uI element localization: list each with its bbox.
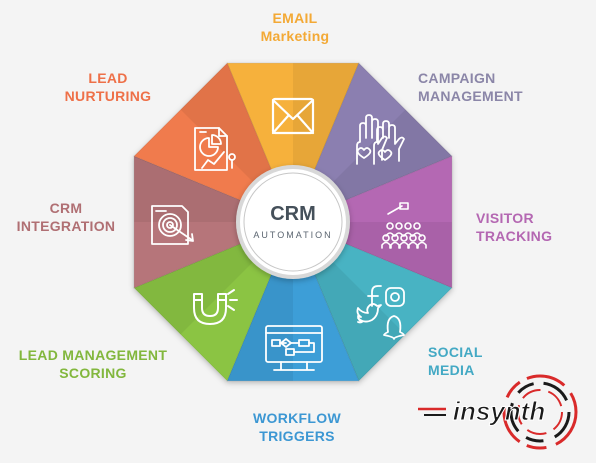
workflow-screen-icon xyxy=(265,325,323,371)
magnet-icon xyxy=(193,289,238,325)
envelope-icon xyxy=(271,97,315,135)
label-visitor: VISITOR TRACKING xyxy=(476,209,552,245)
center-subtitle: AUTOMATION xyxy=(253,230,332,240)
label-integration-line2: INTEGRATION xyxy=(16,218,116,234)
segment-workflow xyxy=(226,220,360,382)
segment-integration xyxy=(133,155,295,289)
label-visitor-line2: TRACKING xyxy=(476,228,553,244)
center-title: CRM xyxy=(270,203,316,225)
label-workflow: WORKFLOW TRIGGERS xyxy=(235,409,359,445)
report-chart-icon xyxy=(194,127,236,171)
segment-icons xyxy=(151,97,427,371)
label-leadmgmt: LEAD MANAGEMENT SCORING xyxy=(16,346,170,382)
label-leadmgmt-line2: SCORING xyxy=(59,365,127,381)
audience-icon xyxy=(381,202,427,249)
label-social: SOCIAL MEDIA xyxy=(428,343,483,379)
label-social-line2: MEDIA xyxy=(428,362,475,378)
label-campaign: CAMPAIGN MANAGEMENT xyxy=(418,69,523,105)
label-email: EMAIL Marketing xyxy=(245,9,345,45)
raised-hands-icon xyxy=(356,114,405,165)
label-visitor-line1: VISITOR xyxy=(476,210,534,226)
label-integration-line1: CRM xyxy=(49,200,83,216)
label-nurturing-line1: LEAD xyxy=(88,70,128,86)
label-nurturing-line2: NURTURING xyxy=(64,88,152,104)
label-workflow-line2: TRIGGERS xyxy=(259,428,335,444)
label-leadmgmt-line1: LEAD MANAGEMENT xyxy=(18,347,168,363)
insynth-logo: insynth xyxy=(418,374,578,450)
label-integration: CRM INTEGRATION xyxy=(14,199,118,235)
logo-text: insynth xyxy=(453,396,545,426)
label-social-line1: SOCIAL xyxy=(428,344,483,360)
social-media-icon xyxy=(356,285,405,340)
target-document-icon xyxy=(151,205,194,245)
label-email-line1: EMAIL xyxy=(272,10,318,26)
label-workflow-line1: WORKFLOW xyxy=(253,410,341,426)
segment-email xyxy=(226,62,360,224)
label-campaign-line1: CAMPAIGN xyxy=(418,70,496,86)
segment-shade-workflow xyxy=(227,222,293,381)
label-campaign-line2: MANAGEMENT xyxy=(418,88,523,104)
label-nurturing: LEAD NURTURING xyxy=(58,69,158,105)
label-email-line2: Marketing xyxy=(260,28,330,44)
center-hub: CRM AUTOMATION xyxy=(236,165,350,279)
